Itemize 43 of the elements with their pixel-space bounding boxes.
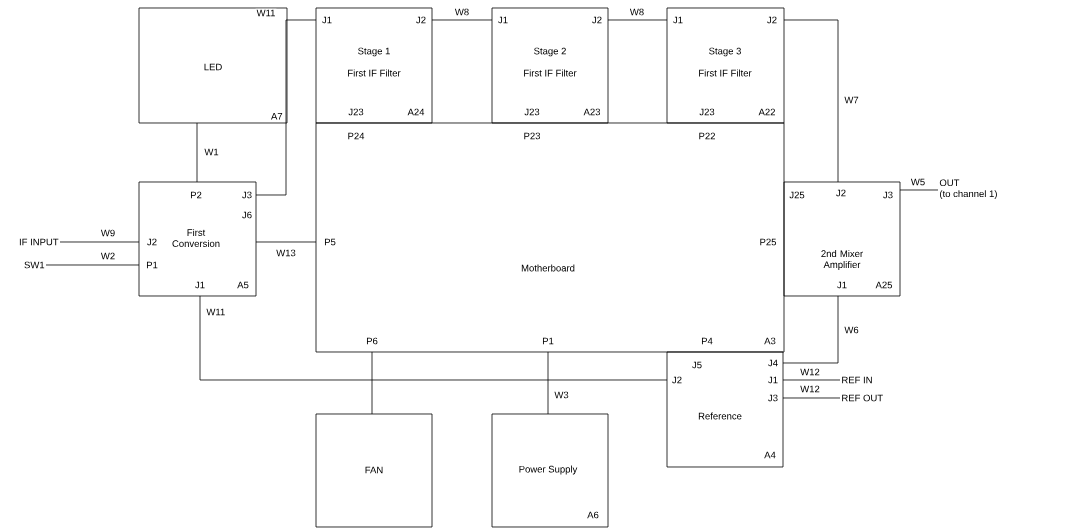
wire-label: W13 [275,248,297,258]
wire-label: W7 [843,95,860,105]
wire [783,19,839,183]
wire-label: W8 [628,7,646,17]
wire-label: W3 [553,390,570,400]
wire-label: W9 [99,228,117,238]
terminal-label: OUT (to channel 1) [939,179,997,199]
wire-label: W5 [909,177,927,187]
wire [431,19,493,21]
module-box: Power Supply A6 [491,413,609,528]
wire [547,351,549,415]
terminal-label: IF INPUT [19,238,59,246]
wire [782,295,839,364]
wire-label: W1 [203,147,220,157]
wire-label: W2 [99,251,117,261]
terminal-label: REF OUT [842,394,883,402]
module-box: J1 J2 Stage 3 First IF Filter J23 A22 [666,7,785,124]
module-box: J1 J2 Stage 1 First IF Filter J23 A24 [315,7,433,124]
wire-label: W11 [255,8,277,18]
wire [782,397,841,399]
wire-label: W11 [205,307,227,317]
wire [59,241,140,243]
wire-label: W12 [799,384,821,394]
wire [371,351,373,415]
module-box: J25 J2 J3 2nd Mixer Amplifier J1 A25 [783,181,901,297]
wire [196,122,198,183]
wire [255,241,317,243]
wire [899,189,939,191]
wire-label: W6 [843,325,860,335]
wire [45,264,140,266]
module-box: J5 J4 J2 J1 J3 Reference A4 [666,351,784,468]
module-box: FAN [315,413,433,528]
terminal-label: REF IN [842,376,872,384]
board-box: P24 P23 P22 P5 Motherboard P25 P6 P1 P4 A3 [315,122,785,353]
wire-label: W12 [799,367,821,377]
wire [255,19,317,196]
wire-label: W8 [453,7,471,17]
wire [782,379,841,381]
module-box: J1 J2 Stage 2 First IF Filter J23 A23 [491,7,609,124]
wire [607,19,668,21]
module-box: P2 J3 J2 J6 First Conversion P1 J1 A5 [138,181,257,297]
wire [199,295,668,381]
terminal-label: SW1 [24,261,45,269]
